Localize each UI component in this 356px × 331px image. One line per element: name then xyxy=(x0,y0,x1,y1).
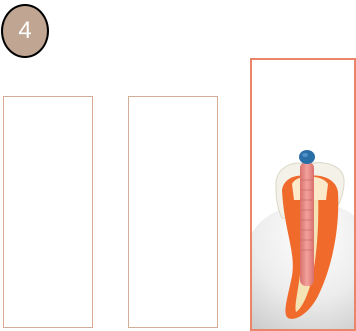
post-threads xyxy=(301,179,313,251)
tooth-illustration-panel xyxy=(250,58,356,331)
tooth-root-canal-illustration xyxy=(252,150,354,329)
step-number: 4 xyxy=(18,17,32,44)
empty-step-panel xyxy=(128,96,218,328)
dental-post xyxy=(300,162,314,286)
step-number-badge: 4 xyxy=(1,4,49,58)
post-cap xyxy=(299,150,315,164)
empty-step-panel xyxy=(3,96,93,328)
